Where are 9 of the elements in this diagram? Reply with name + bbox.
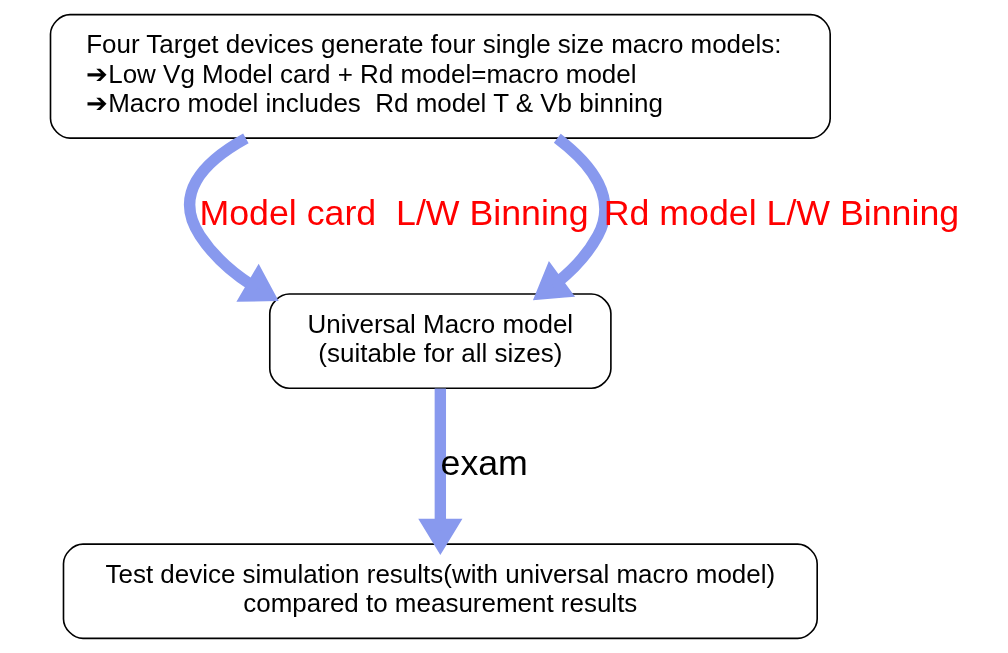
edge-label: Model card L/W Binning: [198, 193, 589, 234]
arrow: [532, 133, 610, 301]
node-box: Test device simulation results(with universal macro model) compared to measurement results: [62, 543, 818, 640]
edge-label: exam: [440, 443, 528, 484]
arrow: [417, 388, 462, 555]
node-box: Four Target devices generate four single size macro models: ➔Low Vg Model card + Rd model=macro model ➔Macro model includes Rd model T & Vb binning: [49, 13, 831, 139]
node-box: Universal Macro model (suitable for all sizes): [268, 293, 612, 390]
arrow: [183, 133, 279, 302]
edge-label: Rd model L/W Binning: [603, 193, 959, 234]
